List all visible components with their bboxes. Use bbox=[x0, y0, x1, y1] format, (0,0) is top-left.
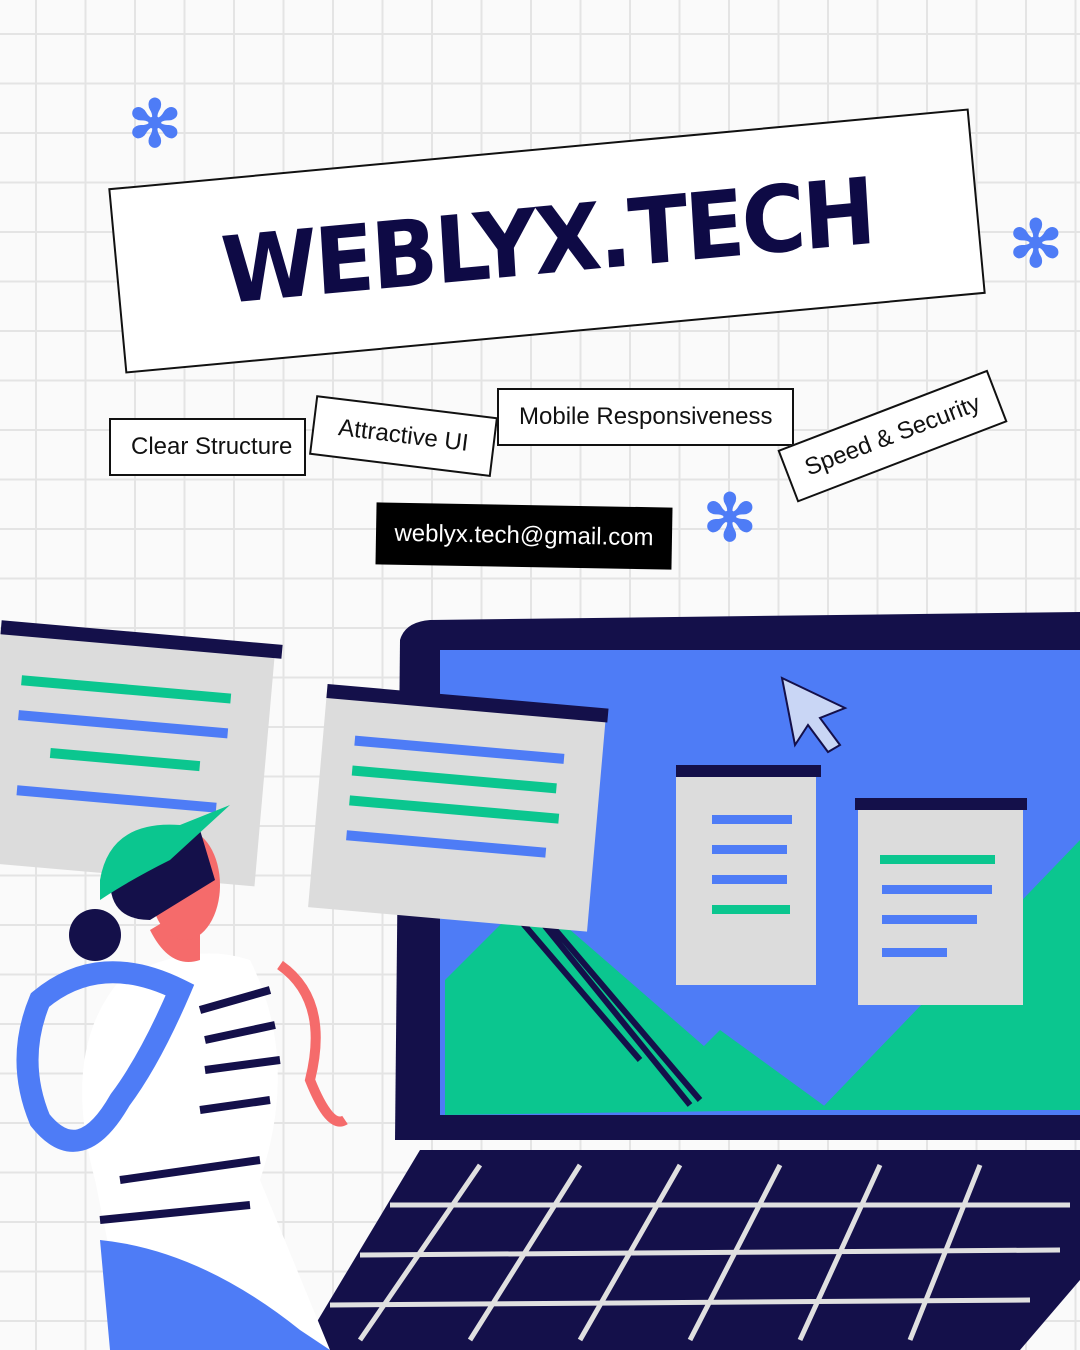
contact-email[interactable]: weblyx.tech@gmail.com bbox=[375, 502, 673, 570]
contact-email-text: weblyx.tech@gmail.com bbox=[394, 519, 654, 552]
brand-title-card: WEBLYX.TECH bbox=[108, 108, 986, 374]
asterisk-flower-icon: ✻ bbox=[703, 482, 757, 554]
floating-panel bbox=[308, 684, 609, 932]
keyboard-keys bbox=[329, 1163, 1070, 1342]
screen-panel bbox=[676, 765, 821, 985]
feature-tag-mobile-responsiveness: Mobile Responsiveness bbox=[497, 388, 795, 446]
illustration-person-laptop bbox=[0, 612, 1080, 1350]
feature-tag-clear-structure: Clear Structure bbox=[109, 418, 307, 476]
feature-tag-speed-security: Speed & Security bbox=[777, 369, 1008, 503]
mountain-mid bbox=[640, 1030, 830, 1110]
asterisk-flower-icon: ✻ bbox=[128, 88, 182, 160]
cursor-icon bbox=[780, 676, 848, 754]
feature-tag-attractive-ui: Attractive UI bbox=[309, 395, 498, 477]
brand-title: WEBLYX.TECH bbox=[218, 157, 876, 325]
screen-panel bbox=[855, 798, 1027, 1005]
person bbox=[16, 805, 348, 1350]
asterisk-flower-icon: ✻ bbox=[1009, 208, 1063, 280]
